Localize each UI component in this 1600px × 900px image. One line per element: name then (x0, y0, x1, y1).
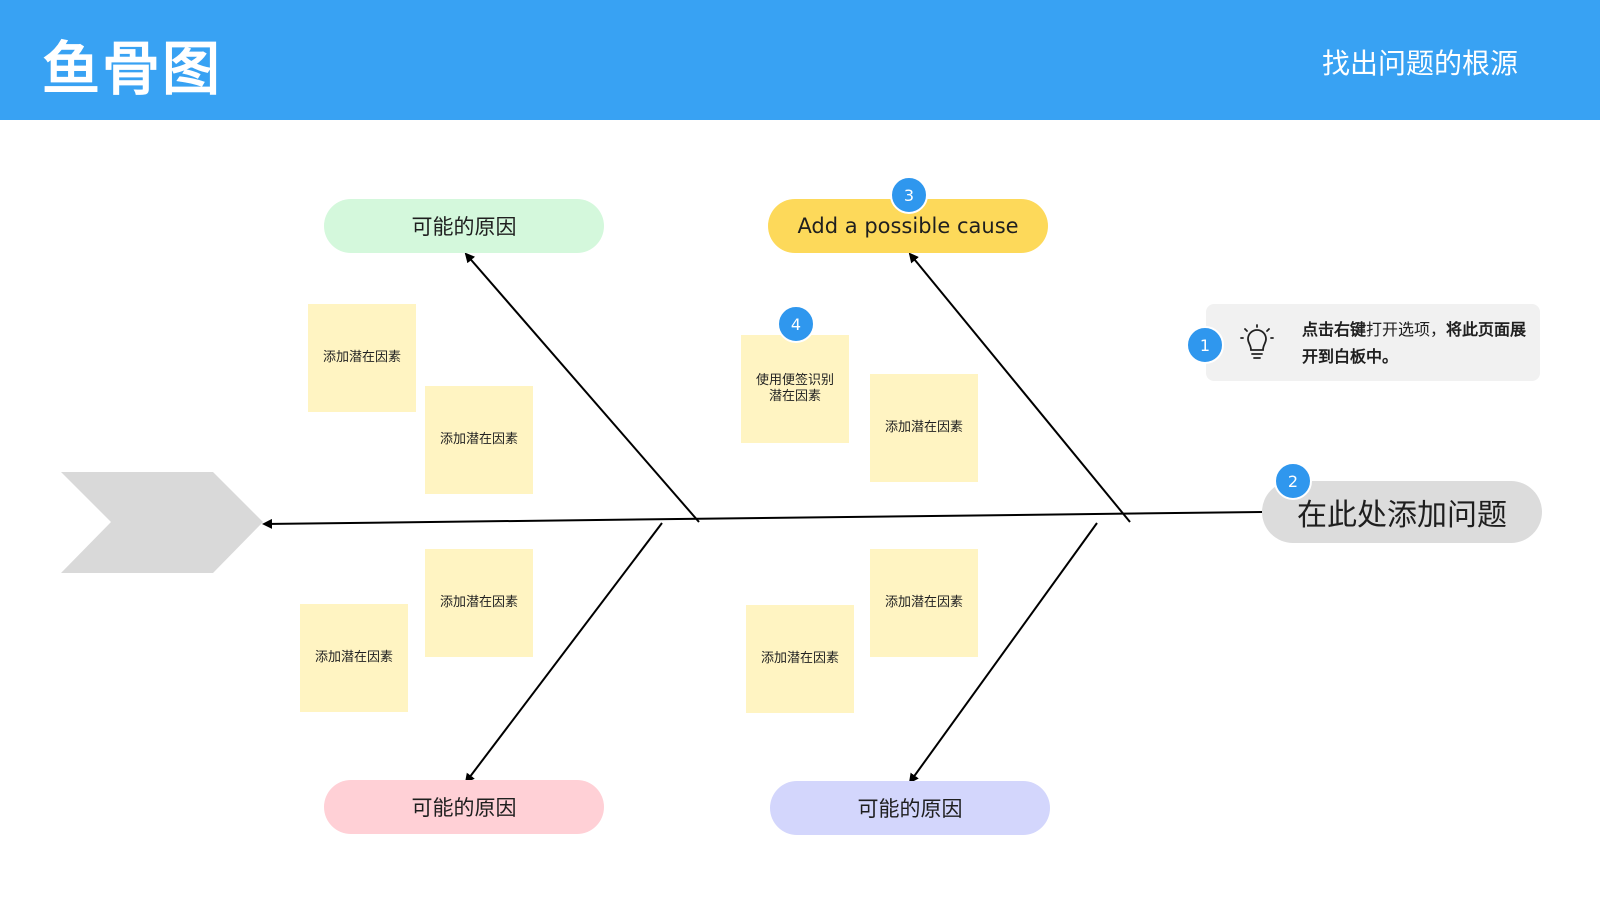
sticky-note[interactable]: 添加潜在因素 (870, 549, 978, 657)
bone-top-left (464, 252, 700, 523)
fish-spine (262, 511, 1263, 529)
cause-top-left[interactable]: 可能的原因 (324, 199, 604, 253)
sticky-note-text: 添加潜在因素 (760, 651, 839, 667)
sticky-note-text: 使用便签识别 潜在因素 (755, 373, 834, 404)
tip-box: 点击右键打开选项，将此页面展开到白板中。 (1206, 304, 1540, 381)
bone-bottom-right (908, 522, 1098, 784)
fish-tail-chevron (61, 472, 263, 573)
cause-bottom-left-label: 可能的原因 (411, 796, 517, 820)
cause-top-right-label: Add a possible cause (797, 214, 1019, 238)
sticky-note[interactable]: 添加潜在因素 (300, 604, 408, 712)
step-badge-3: 3 (890, 176, 928, 214)
sticky-note[interactable]: 使用便签识别 潜在因素 (741, 335, 849, 443)
tip-text-normal: 打开选项， (1366, 320, 1447, 339)
sticky-note-text: 添加潜在因素 (322, 350, 401, 366)
sticky-note[interactable]: 添加潜在因素 (870, 374, 978, 482)
sticky-note-text: 添加潜在因素 (439, 432, 518, 448)
sticky-note[interactable]: 添加潜在因素 (425, 549, 533, 657)
cause-bottom-right[interactable]: 可能的原因 (770, 781, 1050, 835)
cause-top-left-label: 可能的原因 (411, 215, 517, 239)
lightbulb-icon (1240, 324, 1274, 359)
cause-bottom-left[interactable]: 可能的原因 (324, 780, 604, 834)
page-subtitle: 找出问题的根源 (1321, 47, 1518, 80)
cause-top-right[interactable]: Add a possible cause (768, 199, 1048, 253)
step-badge-4: 4 (777, 305, 815, 343)
step-badge-1: 1 (1186, 326, 1224, 364)
tip-text: 点击右键打开选项，将此页面展开到白板中。 (1302, 316, 1527, 370)
sticky-note-text: 添加潜在因素 (884, 420, 963, 436)
bone-bottom-left (464, 522, 663, 784)
sticky-note[interactable]: 添加潜在因素 (425, 386, 533, 494)
bone-top-right (908, 252, 1131, 523)
sticky-note[interactable]: 添加潜在因素 (308, 304, 416, 412)
tip-text-bold: 点击右键 (1302, 320, 1367, 339)
sticky-note-text: 添加潜在因素 (439, 595, 518, 611)
sticky-note-text: 添加潜在因素 (314, 650, 393, 666)
step-badge-2: 2 (1274, 462, 1312, 500)
page-title: 鱼骨图 (42, 35, 223, 103)
problem-statement[interactable]: 在此处添加问题 (1262, 481, 1542, 543)
cause-bottom-right-label: 可能的原因 (857, 797, 963, 821)
problem-statement-label: 在此处添加问题 (1297, 498, 1507, 533)
header-bar: 鱼骨图 找出问题的根源 (0, 0, 1600, 120)
tip-text-bold: 将此页面展开到白板中。 (1302, 320, 1527, 366)
sticky-note[interactable]: 添加潜在因素 (746, 605, 854, 713)
sticky-note-text: 添加潜在因素 (884, 595, 963, 611)
